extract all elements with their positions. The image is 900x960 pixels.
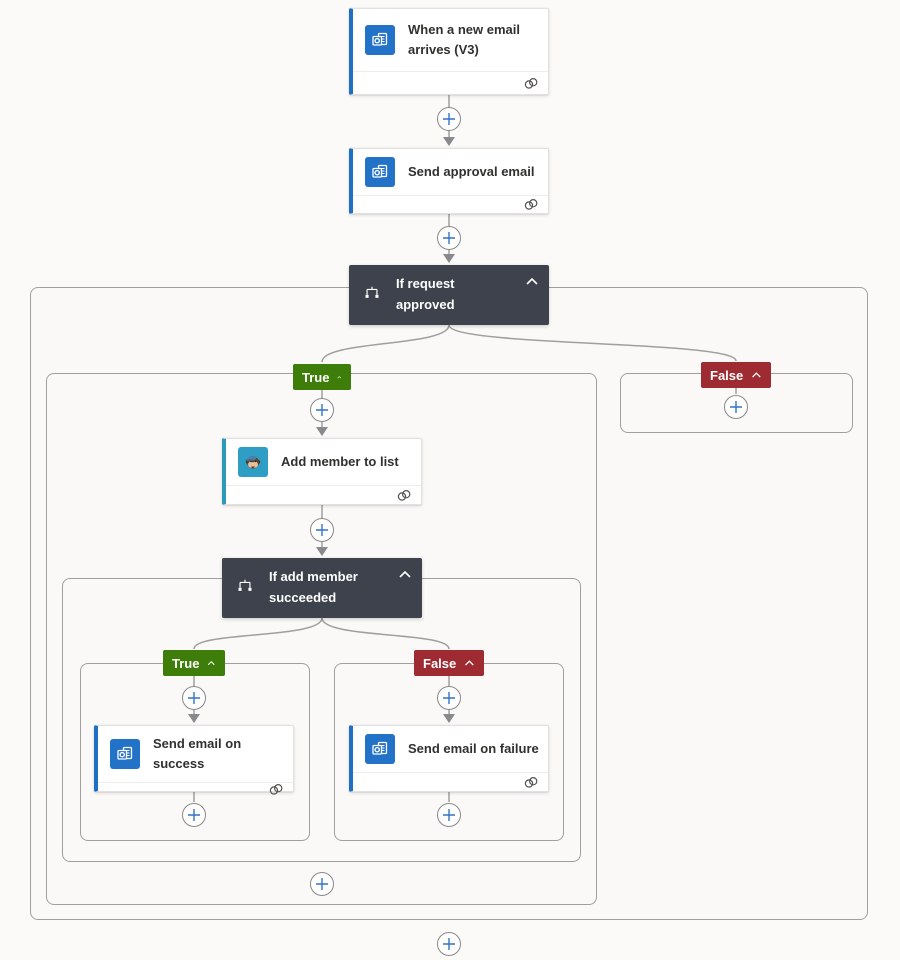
collapse-chevron-up-icon xyxy=(337,375,342,378)
branch-label: False xyxy=(710,367,744,383)
plus-icon xyxy=(730,401,742,413)
branch-label: False xyxy=(423,655,457,671)
connection-icon[interactable] xyxy=(523,198,539,211)
insert-step-button[interactable] xyxy=(437,107,461,131)
collapse-chevron-up-icon xyxy=(208,660,216,665)
outlook-icon xyxy=(365,25,395,55)
nested-false-branch-badge[interactable]: False xyxy=(414,650,484,676)
plus-icon xyxy=(443,938,455,950)
plus-icon xyxy=(188,809,200,821)
insert-step-button[interactable] xyxy=(724,395,748,419)
plus-icon xyxy=(443,232,455,244)
connection-icon[interactable] xyxy=(396,489,412,502)
connection-icon[interactable] xyxy=(523,776,539,789)
collapse-chevron-up-icon[interactable] xyxy=(525,274,539,292)
plus-icon xyxy=(443,692,455,704)
branch-label: True xyxy=(172,655,200,671)
false-branch-badge[interactable]: False xyxy=(701,362,771,388)
action-card-send-approval-email[interactable]: Send approval email xyxy=(349,148,549,214)
collapse-chevron-up-icon xyxy=(465,659,474,665)
action-card-send-email-on-failure[interactable]: Send email on failure xyxy=(349,725,549,792)
insert-step-button[interactable] xyxy=(182,686,206,710)
insert-step-button[interactable] xyxy=(437,226,461,250)
condition-card-if-request-approved[interactable]: If request approved xyxy=(349,265,549,325)
insert-step-button[interactable] xyxy=(437,686,461,710)
connection-icon[interactable] xyxy=(268,783,284,796)
branch-label: True xyxy=(302,369,330,385)
connection-icon[interactable] xyxy=(523,77,539,90)
plus-icon xyxy=(188,692,200,704)
plus-icon xyxy=(443,809,455,821)
insert-step-button[interactable] xyxy=(182,803,206,827)
plus-icon xyxy=(316,878,328,890)
condition-title: If add member succeeded xyxy=(269,569,358,605)
nested-true-branch-badge[interactable]: True xyxy=(163,650,225,676)
collapse-chevron-up-icon xyxy=(752,371,761,377)
condition-title: If request approved xyxy=(396,276,455,312)
condition-icon xyxy=(363,284,381,307)
action-card-add-member-to-list[interactable]: Add member to list xyxy=(222,438,422,505)
plus-icon xyxy=(316,404,328,416)
node-title: Add member to list xyxy=(281,453,399,469)
condition-icon xyxy=(236,577,254,600)
insert-step-button[interactable] xyxy=(310,872,334,896)
true-branch-badge[interactable]: True xyxy=(293,364,351,390)
insert-step-button[interactable] xyxy=(310,398,334,422)
plus-icon xyxy=(443,113,455,125)
action-card-send-email-on-success[interactable]: Send email on success xyxy=(94,725,294,795)
mailchimp-icon xyxy=(238,447,268,477)
node-title: When a new email arrives (V3) xyxy=(408,21,520,57)
node-title: Send approval email xyxy=(408,163,535,179)
plus-icon xyxy=(316,524,328,536)
insert-step-button[interactable] xyxy=(310,518,334,542)
node-title: Send email on failure xyxy=(408,740,539,756)
trigger-card-when-new-email-arrives[interactable]: When a new email arrives (V3) xyxy=(349,8,549,95)
insert-step-button[interactable] xyxy=(437,932,461,956)
node-title: Send email on success xyxy=(153,736,242,772)
outlook-icon xyxy=(365,734,395,764)
outlook-icon xyxy=(110,739,140,770)
collapse-chevron-up-icon[interactable] xyxy=(398,567,412,585)
outlook-approval-icon xyxy=(365,157,395,187)
insert-step-button[interactable] xyxy=(437,803,461,827)
condition-card-if-add-member-succeeded[interactable]: If add member succeeded xyxy=(222,558,422,618)
